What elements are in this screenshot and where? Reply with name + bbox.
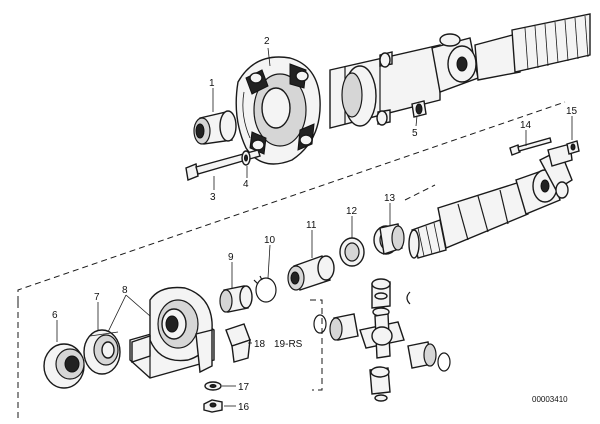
centering-sleeve bbox=[193, 110, 237, 145]
label-part-5: 5 bbox=[412, 128, 418, 139]
ring-9 bbox=[219, 285, 253, 313]
label-part-19: 19-RS bbox=[274, 339, 303, 350]
washer-4 bbox=[241, 150, 251, 166]
label-part-16: 16 bbox=[238, 402, 250, 413]
rubber-block-18 bbox=[225, 323, 251, 363]
label-part-11: 11 bbox=[306, 220, 317, 231]
label-part-6: 6 bbox=[52, 310, 58, 321]
ring-12 bbox=[339, 237, 365, 267]
label-part-10: 10 bbox=[264, 235, 276, 246]
label-part-15: 15 bbox=[566, 106, 578, 117]
sleeve-11 bbox=[287, 255, 335, 291]
diagram-reference-number: 00003410 bbox=[532, 395, 568, 404]
seal-6 bbox=[43, 343, 85, 389]
label-part-8: 8 bbox=[122, 285, 128, 296]
part-labels: 1 2 3 4 5 6 7 8 9 10 11 12 13 14 15 16 1… bbox=[52, 36, 578, 413]
snap-ring-10 bbox=[253, 275, 277, 303]
label-part-7: 7 bbox=[94, 292, 100, 303]
bolt-14 bbox=[509, 137, 552, 156]
lower-drive-shaft bbox=[408, 143, 573, 259]
label-part-14: 14 bbox=[520, 120, 532, 131]
label-part-4: 4 bbox=[243, 179, 249, 190]
nut-16 bbox=[203, 399, 223, 413]
ring-13 bbox=[373, 223, 405, 255]
leader-lines bbox=[56, 47, 573, 407]
washer-17 bbox=[204, 381, 222, 391]
label-part-13: 13 bbox=[384, 193, 396, 204]
universal-joint-kit bbox=[313, 278, 451, 402]
flex-disc bbox=[235, 56, 321, 165]
label-part-2: 2 bbox=[264, 36, 270, 47]
label-part-3: 3 bbox=[210, 192, 216, 203]
assembly-frame bbox=[17, 101, 566, 420]
label-part-17: 17 bbox=[238, 382, 250, 393]
label-part-18: 18 bbox=[254, 339, 266, 350]
label-part-9: 9 bbox=[228, 252, 234, 263]
center-bearing bbox=[129, 286, 215, 379]
label-part-1: 1 bbox=[209, 78, 215, 89]
label-part-12: 12 bbox=[346, 206, 358, 217]
upper-drive-shaft bbox=[329, 13, 591, 129]
dust-shield-7 bbox=[83, 329, 121, 375]
nut-15 bbox=[566, 140, 580, 155]
self-locking-nut bbox=[411, 100, 427, 118]
